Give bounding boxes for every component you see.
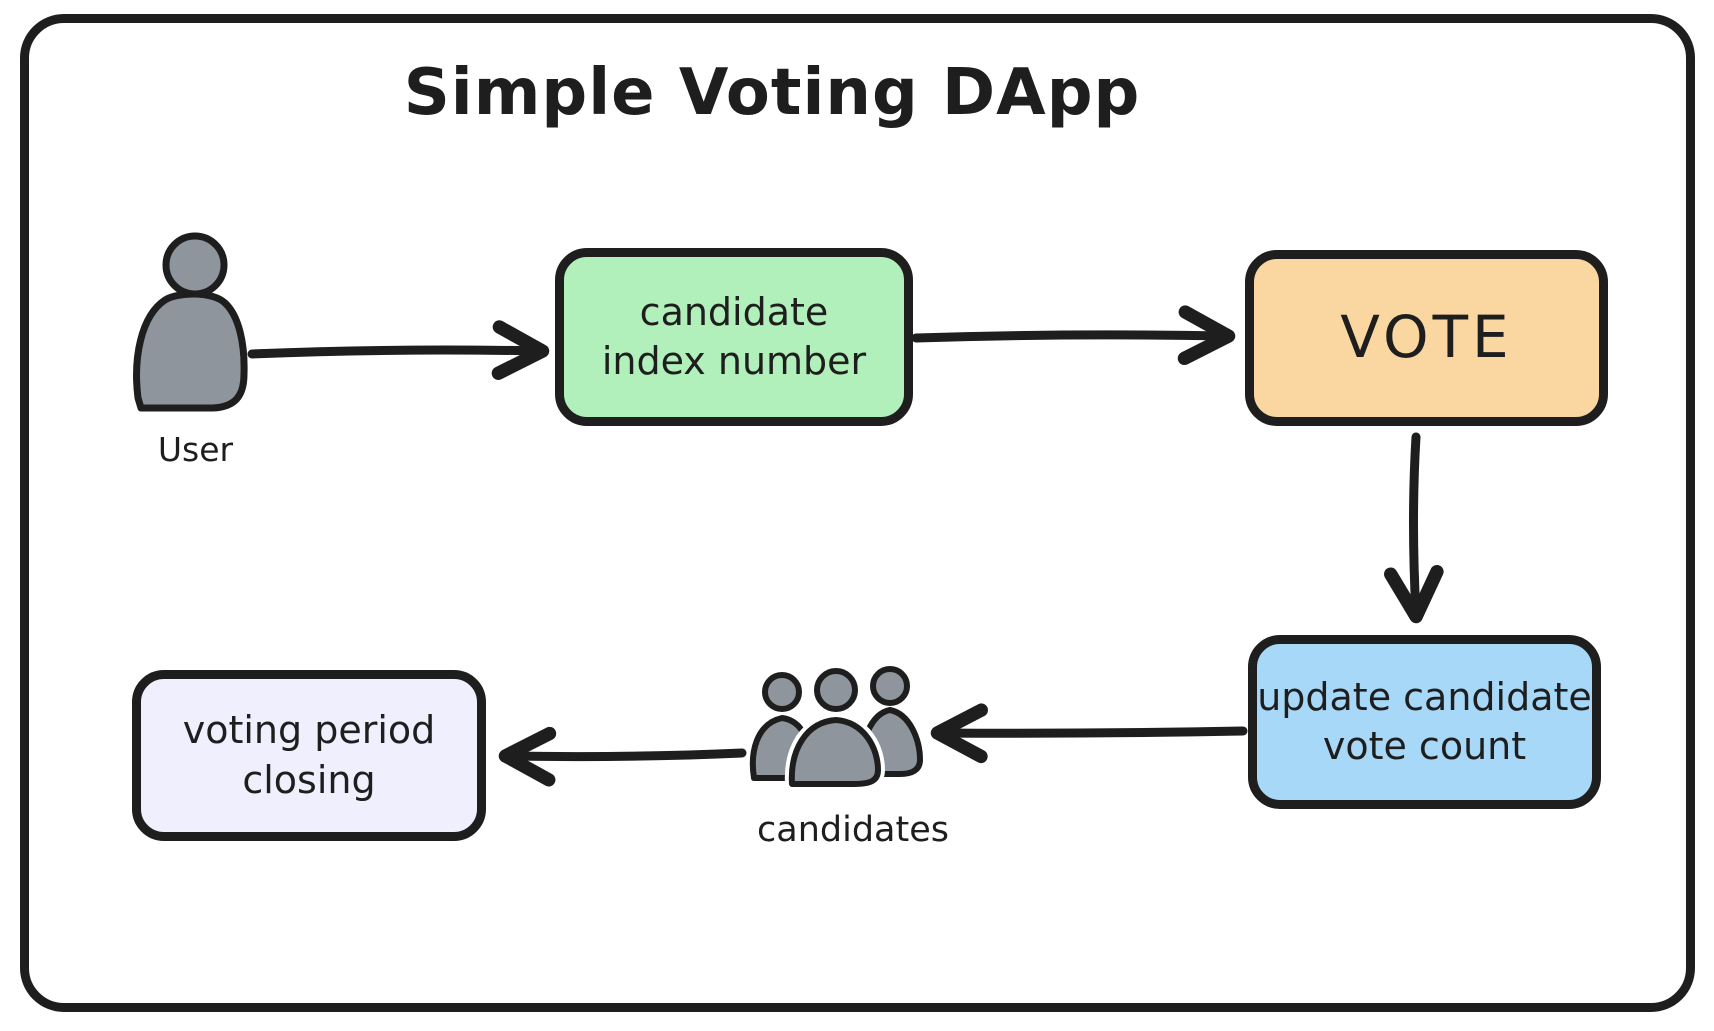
people-group-icon: [749, 664, 923, 791]
person-head: [162, 232, 228, 298]
person-head: [870, 666, 910, 706]
person-icon: [133, 232, 248, 412]
node-candidate-index-number: candidate index number: [555, 248, 913, 426]
candidates-label: candidates: [757, 810, 949, 850]
diagram-frame: [20, 14, 1695, 1012]
node-update-candidate-vote-count: update candidate vote count: [1248, 635, 1601, 809]
node-voting-period-closing: voting period closing: [132, 670, 486, 841]
diagram-title: Simple Voting DApp: [403, 56, 1141, 130]
user-label: User: [157, 430, 234, 469]
node-vote: VOTE: [1245, 250, 1608, 426]
person-body: [788, 717, 881, 787]
person-head: [814, 668, 858, 712]
person-body: [133, 290, 248, 412]
person-head: [762, 672, 802, 712]
